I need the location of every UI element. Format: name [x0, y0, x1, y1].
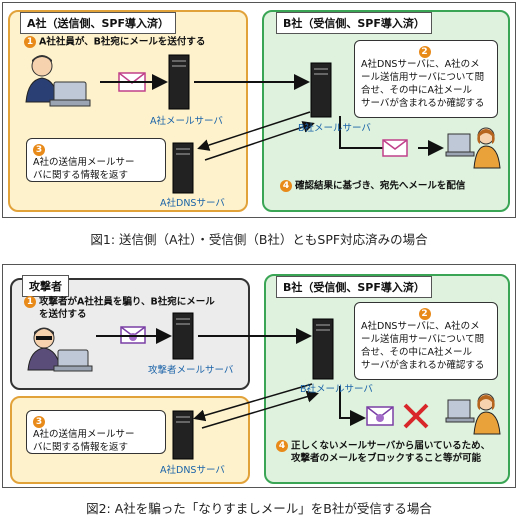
attacker-mail-server-icon: [172, 312, 194, 360]
step2-callout: 2 A社DNSサーバに、A社のメ ール送信用サーバについて問 合せ、その中にA社…: [354, 40, 498, 118]
step3-callout: 3 A社の送信用メールサー バに関する情報を返す: [26, 138, 166, 182]
a-dns-server-icon-2: [172, 410, 194, 460]
step2-line: 合せ、その中にA社メール: [361, 85, 472, 96]
employee-icon: [25, 55, 91, 107]
send-arrows: [100, 74, 444, 161]
step4-line: 正しくないメールサーバから届いているため、: [291, 440, 491, 452]
step2-line: 合せ、その中にA社メール: [361, 347, 472, 358]
b-mail-server-label: B社メールサーバ: [298, 123, 371, 134]
step-number: 1: [24, 296, 36, 308]
figure-2-caption: 図2: A社を騙った「なりすましメール」をB社が受信する場合: [86, 501, 432, 516]
step3-line: バに関する情報を返す: [33, 442, 129, 453]
step-number: 2: [418, 307, 431, 320]
step2-line: A社DNSサーバに、A社のメ: [361, 59, 480, 70]
attack-step3-callout: 3 A社の送信用メールサー バに関する情報を返す: [26, 410, 166, 454]
a-dns-server-icon: [172, 142, 194, 194]
panel-b-title-2: B社（受信側、SPF導入済）: [276, 276, 432, 298]
attacker-mail-server-label: 攻撃者メールサーバ: [148, 365, 234, 376]
recipient-icon: [445, 127, 501, 169]
blocked-mail-icon: [366, 406, 394, 426]
step2-line: サーバが含まれるか確認する: [361, 360, 485, 371]
a-mail-server-label: A社メールサーバ: [150, 116, 223, 127]
step2-line: A社DNSサーバに、A社のメ: [361, 321, 480, 332]
step2-line: ール送信用サーバについて問: [361, 334, 485, 345]
a-dns-server-label: A社DNSサーバ: [160, 198, 225, 209]
a-dns-server-label-2: A社DNSサーバ: [160, 465, 225, 476]
step-number: 4: [276, 440, 288, 452]
step-number: 3: [33, 143, 45, 156]
step3-line: A社の送信用メールサー: [33, 429, 135, 440]
step-number: 2: [418, 45, 431, 58]
step2-line: ール送信用サーバについて問: [361, 72, 485, 83]
block-x-icon: [403, 403, 429, 429]
step3-line: バに関する情報を返す: [33, 170, 129, 181]
attacker-step1-line: 攻撃者がA社社員を騙り、B社宛にメール: [39, 296, 215, 308]
step-number: 3: [33, 415, 45, 428]
recipient-icon-2: [445, 393, 501, 435]
panel-b-title: B社（受信側、SPF導入済）: [276, 12, 432, 34]
panel-a-title: A社（送信側、SPF導入済）: [20, 12, 177, 34]
b-mail-server-label-2: B社メールサーバ: [300, 384, 373, 395]
step1-text: A社社員が、B社宛にメールを送付する: [39, 36, 206, 48]
step-number: 4: [280, 180, 292, 192]
delivered-mail-icon: [382, 139, 408, 157]
step4-line: 攻撃者のメールをブロックすること等が可能: [291, 452, 482, 464]
step3-line: A社の送信用メールサー: [33, 157, 135, 168]
attacker-step1-line: を送付する: [39, 308, 87, 320]
b-mail-server-icon: [310, 62, 332, 118]
figure-1-caption: 図1: 送信側（A社）・受信側（B社）ともSPF対応済みの場合: [90, 232, 428, 247]
attacker-title: 攻撃者: [22, 275, 69, 297]
step4-text: 確認結果に基づき、宛先へメールを配信: [295, 180, 466, 192]
step2-line: サーバが含まれるか確認する: [361, 98, 485, 109]
attack-step2-callout: 2 A社DNSサーバに、A社のメ ール送信用サーバについて問 合せ、その中にA社…: [354, 302, 498, 380]
a-mail-server-icon: [168, 54, 190, 110]
step-number: 1: [24, 36, 36, 48]
b-mail-server-icon-2: [312, 318, 334, 380]
attacker-icon: [27, 327, 93, 372]
